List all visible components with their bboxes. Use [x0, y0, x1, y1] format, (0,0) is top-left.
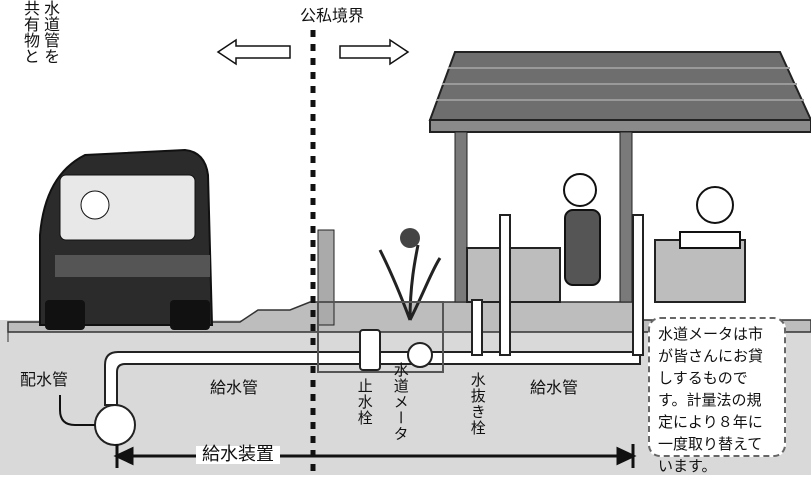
top-text-line: 水道管を	[41, 0, 60, 64]
distribution-pipe-label: 配水管	[20, 370, 69, 389]
left-arrow-icon	[216, 38, 291, 66]
supply-pipe-label-left: 給水管	[210, 378, 259, 397]
right-arrow-icon	[339, 38, 410, 66]
house	[428, 51, 811, 303]
pipes	[94, 214, 644, 446]
meter-note: 水道メータは市が皆さんにお貸しするものです。計量法の規定により８年に一度取り替え…	[648, 317, 786, 475]
supply-device-label: 給水装置	[196, 446, 280, 464]
stop-valve-shape	[359, 329, 381, 371]
meter-shape	[407, 342, 433, 368]
boundary-label: 公私境界	[300, 6, 365, 25]
supply-pipe-label-right: 給水管	[530, 378, 579, 397]
car	[39, 148, 214, 330]
top-text: 水道管を 共有物と	[0, 0, 60, 92]
distribution-pipe-circle	[94, 404, 136, 446]
top-text-line: 共有物と	[21, 0, 40, 64]
stop-valve-label: 止水栓	[355, 378, 374, 426]
water-meter-label: 水道メータ	[391, 362, 410, 442]
drain-valve-label: 水抜き栓	[468, 372, 487, 436]
boundary-line	[216, 30, 410, 475]
people	[563, 173, 741, 286]
